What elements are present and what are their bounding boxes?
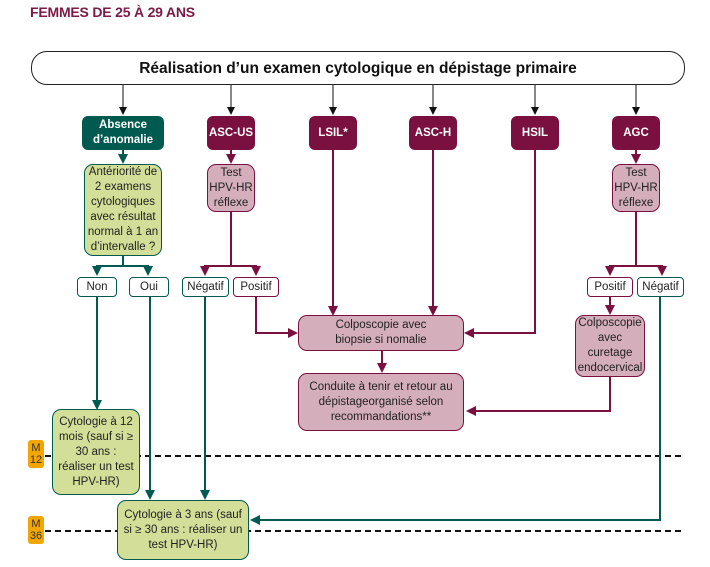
test-hpv-agc-box: Test HPV-HR réflexe <box>612 164 660 212</box>
m12-marker: M 12 <box>28 440 44 468</box>
category-absence-anomalie: Absence d’anomalie <box>82 116 164 150</box>
positif-ascus-outcome: Positif <box>233 277 279 297</box>
category-asc-h: ASC-H <box>409 116 457 150</box>
colposcopie-curetage-box: Colposcopie avec curetage endocervical <box>575 315 645 377</box>
primary-screening-box: Réalisation d’un examen cytologique en d… <box>31 51 685 85</box>
category-hsil: HSIL <box>511 116 559 150</box>
cytologie-3-ans-box: Cytologie à 3 ans (sauf si ≥ 30 ans : ré… <box>117 500 249 560</box>
conduite-a-tenir-box: Conduite à tenir et retour au dépistageo… <box>298 373 464 431</box>
anteriorite-question-box: Antériorité de 2 examens cytologiques av… <box>84 164 162 256</box>
category-lsil: LSIL* <box>309 116 357 150</box>
oui-outcome: Oui <box>129 277 169 297</box>
negatif-agc-outcome: Négatif <box>637 277 684 297</box>
m36-marker: M 36 <box>28 516 44 544</box>
positif-agc-outcome: Positif <box>587 277 633 297</box>
negatif-ascus-outcome: Négatif <box>182 277 229 297</box>
test-hpv-ascus-box: Test HPV-HR réflexe <box>207 164 255 212</box>
category-asc-us: ASC-US <box>207 116 255 150</box>
cytologie-12-mois-box: Cytologie à 12 mois (sauf si ≥ 30 ans : … <box>52 409 140 495</box>
page-title: FEMMES DE 25 À 29 ANS <box>30 4 195 20</box>
non-outcome: Non <box>77 277 117 297</box>
category-agc: AGC <box>612 116 660 150</box>
colposcopie-biopsie-box: Colposcopie avec biopsie si nomalie <box>298 315 464 351</box>
